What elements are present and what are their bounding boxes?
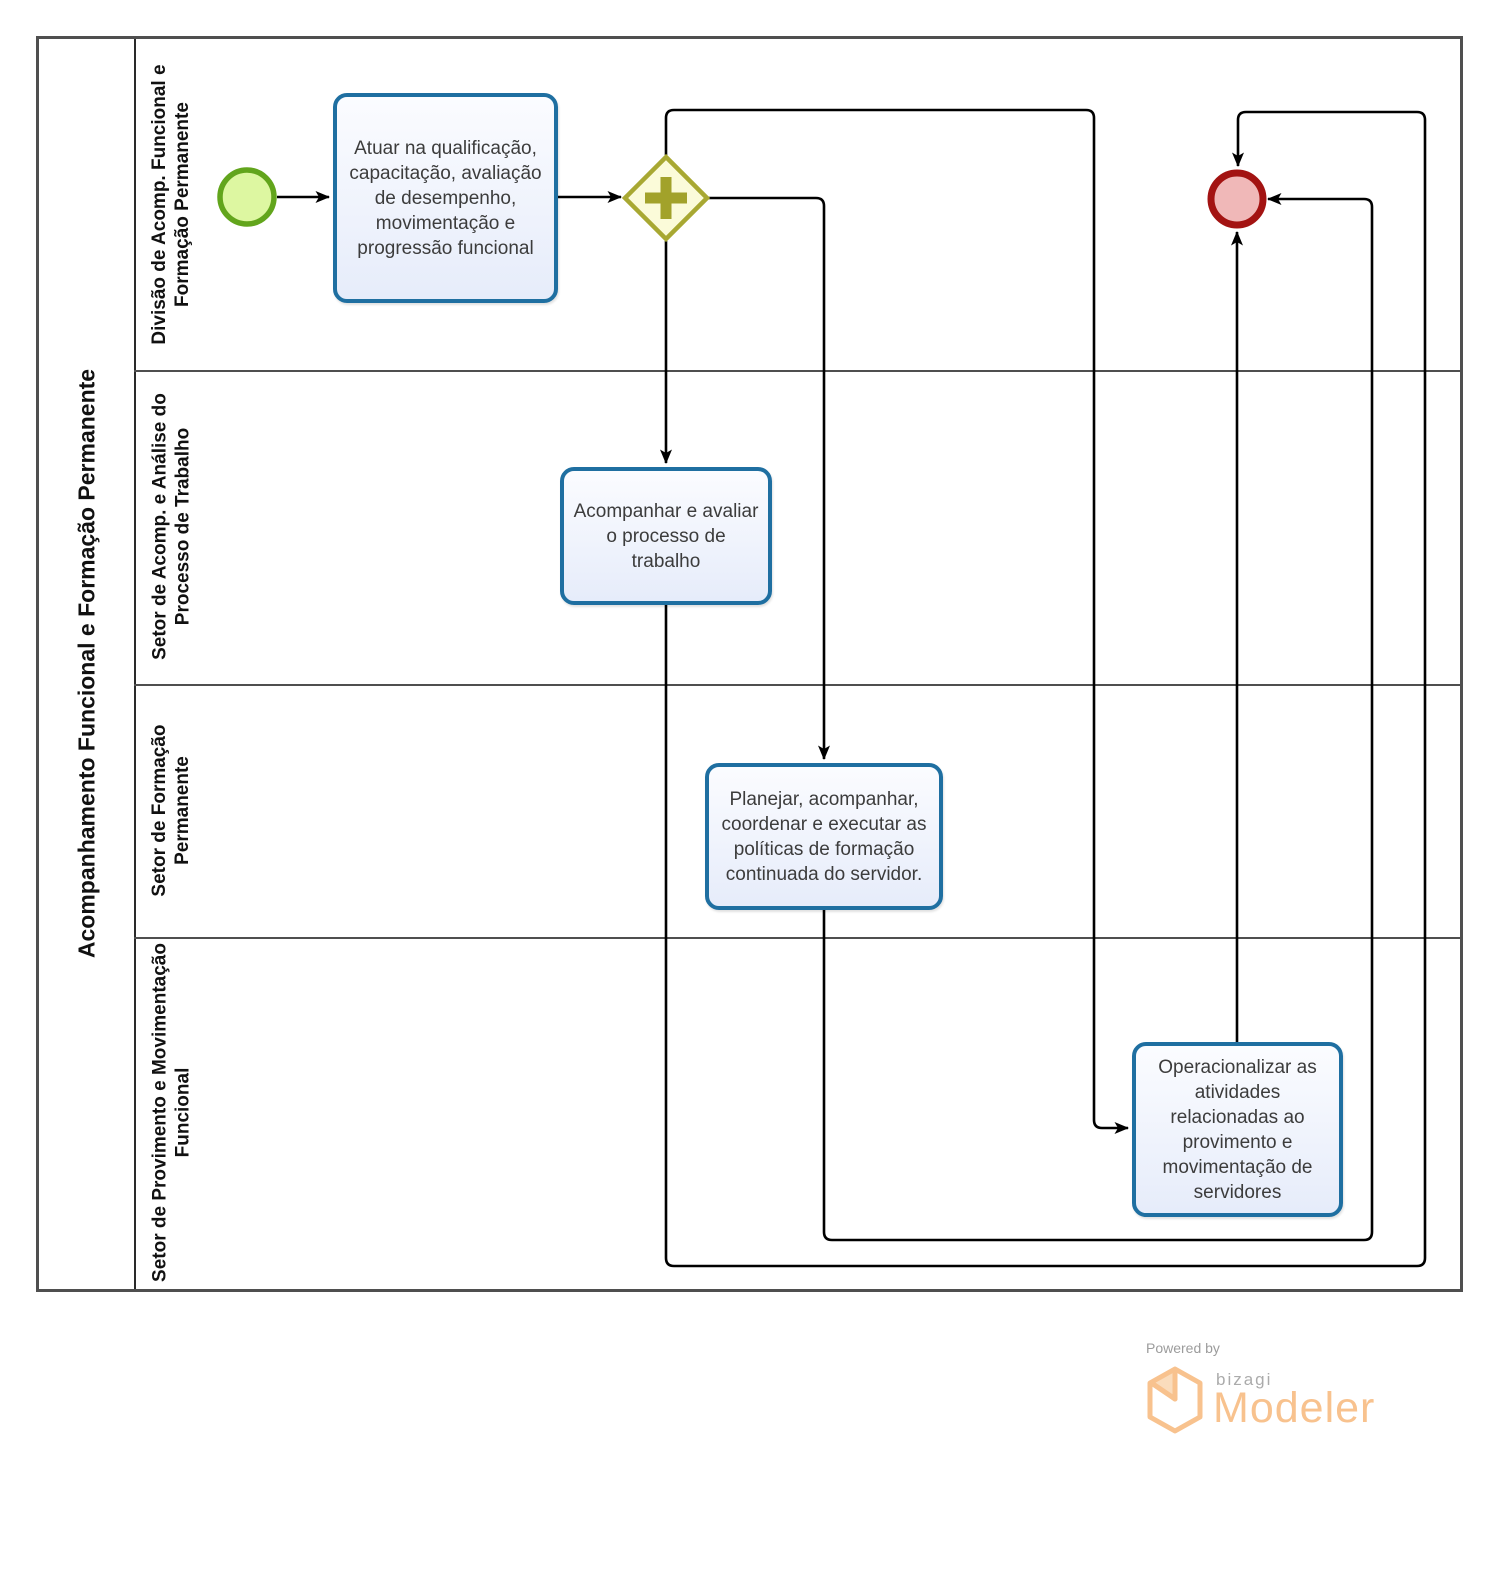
flow-planejar-to-end[interactable]: [822, 193, 1374, 1242]
lane-boundary-2: [134, 684, 1460, 686]
task-operacionalizar[interactable]: Operacionalizar as atividades relacionad…: [1132, 1042, 1343, 1217]
task-planejar[interactable]: Planejar, acompanhar, coordenar e execut…: [705, 763, 943, 910]
start-event-icon[interactable]: [217, 167, 277, 227]
bizagi-hexagon-icon: [1147, 1366, 1203, 1434]
flow-gateway-to-planejar[interactable]: [707, 196, 830, 760]
bizagi-brand-text: bizagi: [1216, 1370, 1273, 1389]
bizagi-modeler-logo: Powered by bizagi Modeler: [1146, 1340, 1406, 1438]
gateway-plus-icon: [645, 177, 687, 219]
task-label: Planejar, acompanhar, coordenar e execut…: [721, 788, 927, 885]
end-event-icon[interactable]: [1207, 169, 1267, 229]
task-acompanhar[interactable]: Acompanhar e avaliar o processo de traba…: [560, 467, 772, 605]
modeler-product-text: Modeler: [1213, 1384, 1376, 1432]
task-label: Operacionalizar as atividades relacionad…: [1158, 1056, 1317, 1203]
lane-boundary-3: [134, 937, 1460, 939]
lane-boundary-1: [134, 370, 1460, 372]
pool-title-separator: [134, 39, 136, 1289]
flow-acompanhar-to-end[interactable]: [664, 110, 1427, 1268]
task-label: Atuar na qualificação, capacitação, aval…: [349, 137, 542, 259]
powered-by-text: Powered by: [1146, 1340, 1220, 1356]
flow-gateway-to-operacionalizar[interactable]: [664, 108, 1129, 1134]
task-label: Acompanhar e avaliar o processo de traba…: [573, 500, 759, 572]
parallel-gateway-icon[interactable]: [621, 153, 711, 243]
task-atuar[interactable]: Atuar na qualificação, capacitação, aval…: [333, 93, 558, 303]
process-pool: Acompanhamento Funcional e Formação Perm…: [36, 36, 1463, 1292]
